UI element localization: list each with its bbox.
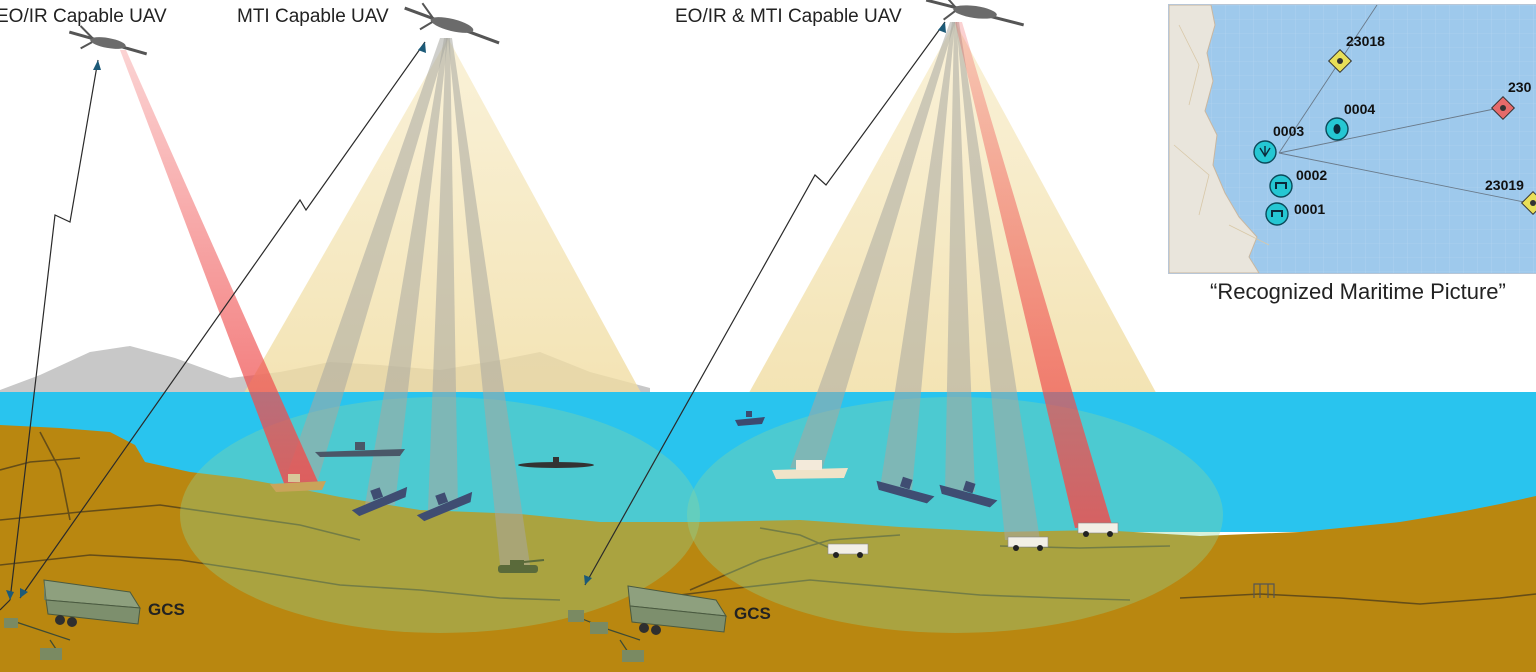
mti-beams-1 (285, 38, 530, 565)
uav-2-label: MTI Capable UAV (237, 6, 389, 27)
destroyer-1 (351, 486, 408, 517)
truck-2 (1007, 536, 1049, 551)
track-0004-icon (1325, 117, 1349, 141)
truck-3 (1077, 522, 1119, 537)
tank (498, 559, 545, 573)
rmp-map (1169, 5, 1536, 273)
eoir-beam-1 (120, 50, 318, 486)
map-coastline (1169, 5, 1260, 273)
link-arrowheads (6, 22, 946, 600)
track-label: 0004 (1344, 101, 1376, 117)
track-23018-icon (1327, 48, 1353, 74)
rmp-map-panel: 23018 230 0004 0003 0002 0001 23019 (1168, 4, 1536, 274)
track-label: 23018 (1346, 33, 1385, 49)
track-label: 0001 (1294, 201, 1326, 217)
gcs-1-label: GCS (148, 600, 185, 619)
track-label: 23019 (1485, 177, 1524, 193)
destroyer-3 (876, 476, 935, 504)
rmp-caption: “Recognized Maritime Picture” (1210, 279, 1506, 304)
data-links (0, 21, 946, 611)
submarine (518, 457, 594, 468)
destroyer-2 (416, 491, 473, 522)
destroyer-4 (939, 480, 998, 508)
structure (1253, 583, 1275, 598)
truck-1 (827, 543, 869, 558)
cargo-ship (270, 474, 326, 492)
track-label: 0002 (1296, 167, 1328, 183)
gcs-1-unit (4, 579, 141, 660)
mti-beams-2 (790, 22, 1040, 540)
uav-1-aircraft (68, 25, 148, 56)
eoir-beam-2 (955, 22, 1112, 528)
track-0001-icon (1265, 202, 1289, 226)
track-0002-icon (1269, 174, 1293, 198)
gcs-2-label: GCS (734, 604, 771, 623)
carrier (315, 442, 405, 457)
uav-2-aircraft (404, 2, 500, 45)
track-23019-icon (1520, 190, 1536, 216)
gcs-2-unit (568, 585, 727, 662)
land (0, 425, 1536, 672)
track-label: 230 (1508, 79, 1532, 95)
vessels (270, 411, 998, 522)
hospital-ship (772, 460, 848, 479)
track-0003-icon (1253, 140, 1277, 164)
uav-1-label: EO/IR Capable UAV (0, 6, 167, 27)
terrain-contours (0, 431, 1536, 605)
track-label: 0003 (1273, 123, 1305, 139)
patrol-boat (735, 411, 765, 426)
ground-vehicles (498, 522, 1275, 598)
track-230-icon (1490, 95, 1516, 121)
map-track-lines (1278, 5, 1530, 204)
uav-3-aircraft (925, 0, 1025, 27)
uav-3-label: EO/IR & MTI Capable UAV (675, 6, 902, 27)
